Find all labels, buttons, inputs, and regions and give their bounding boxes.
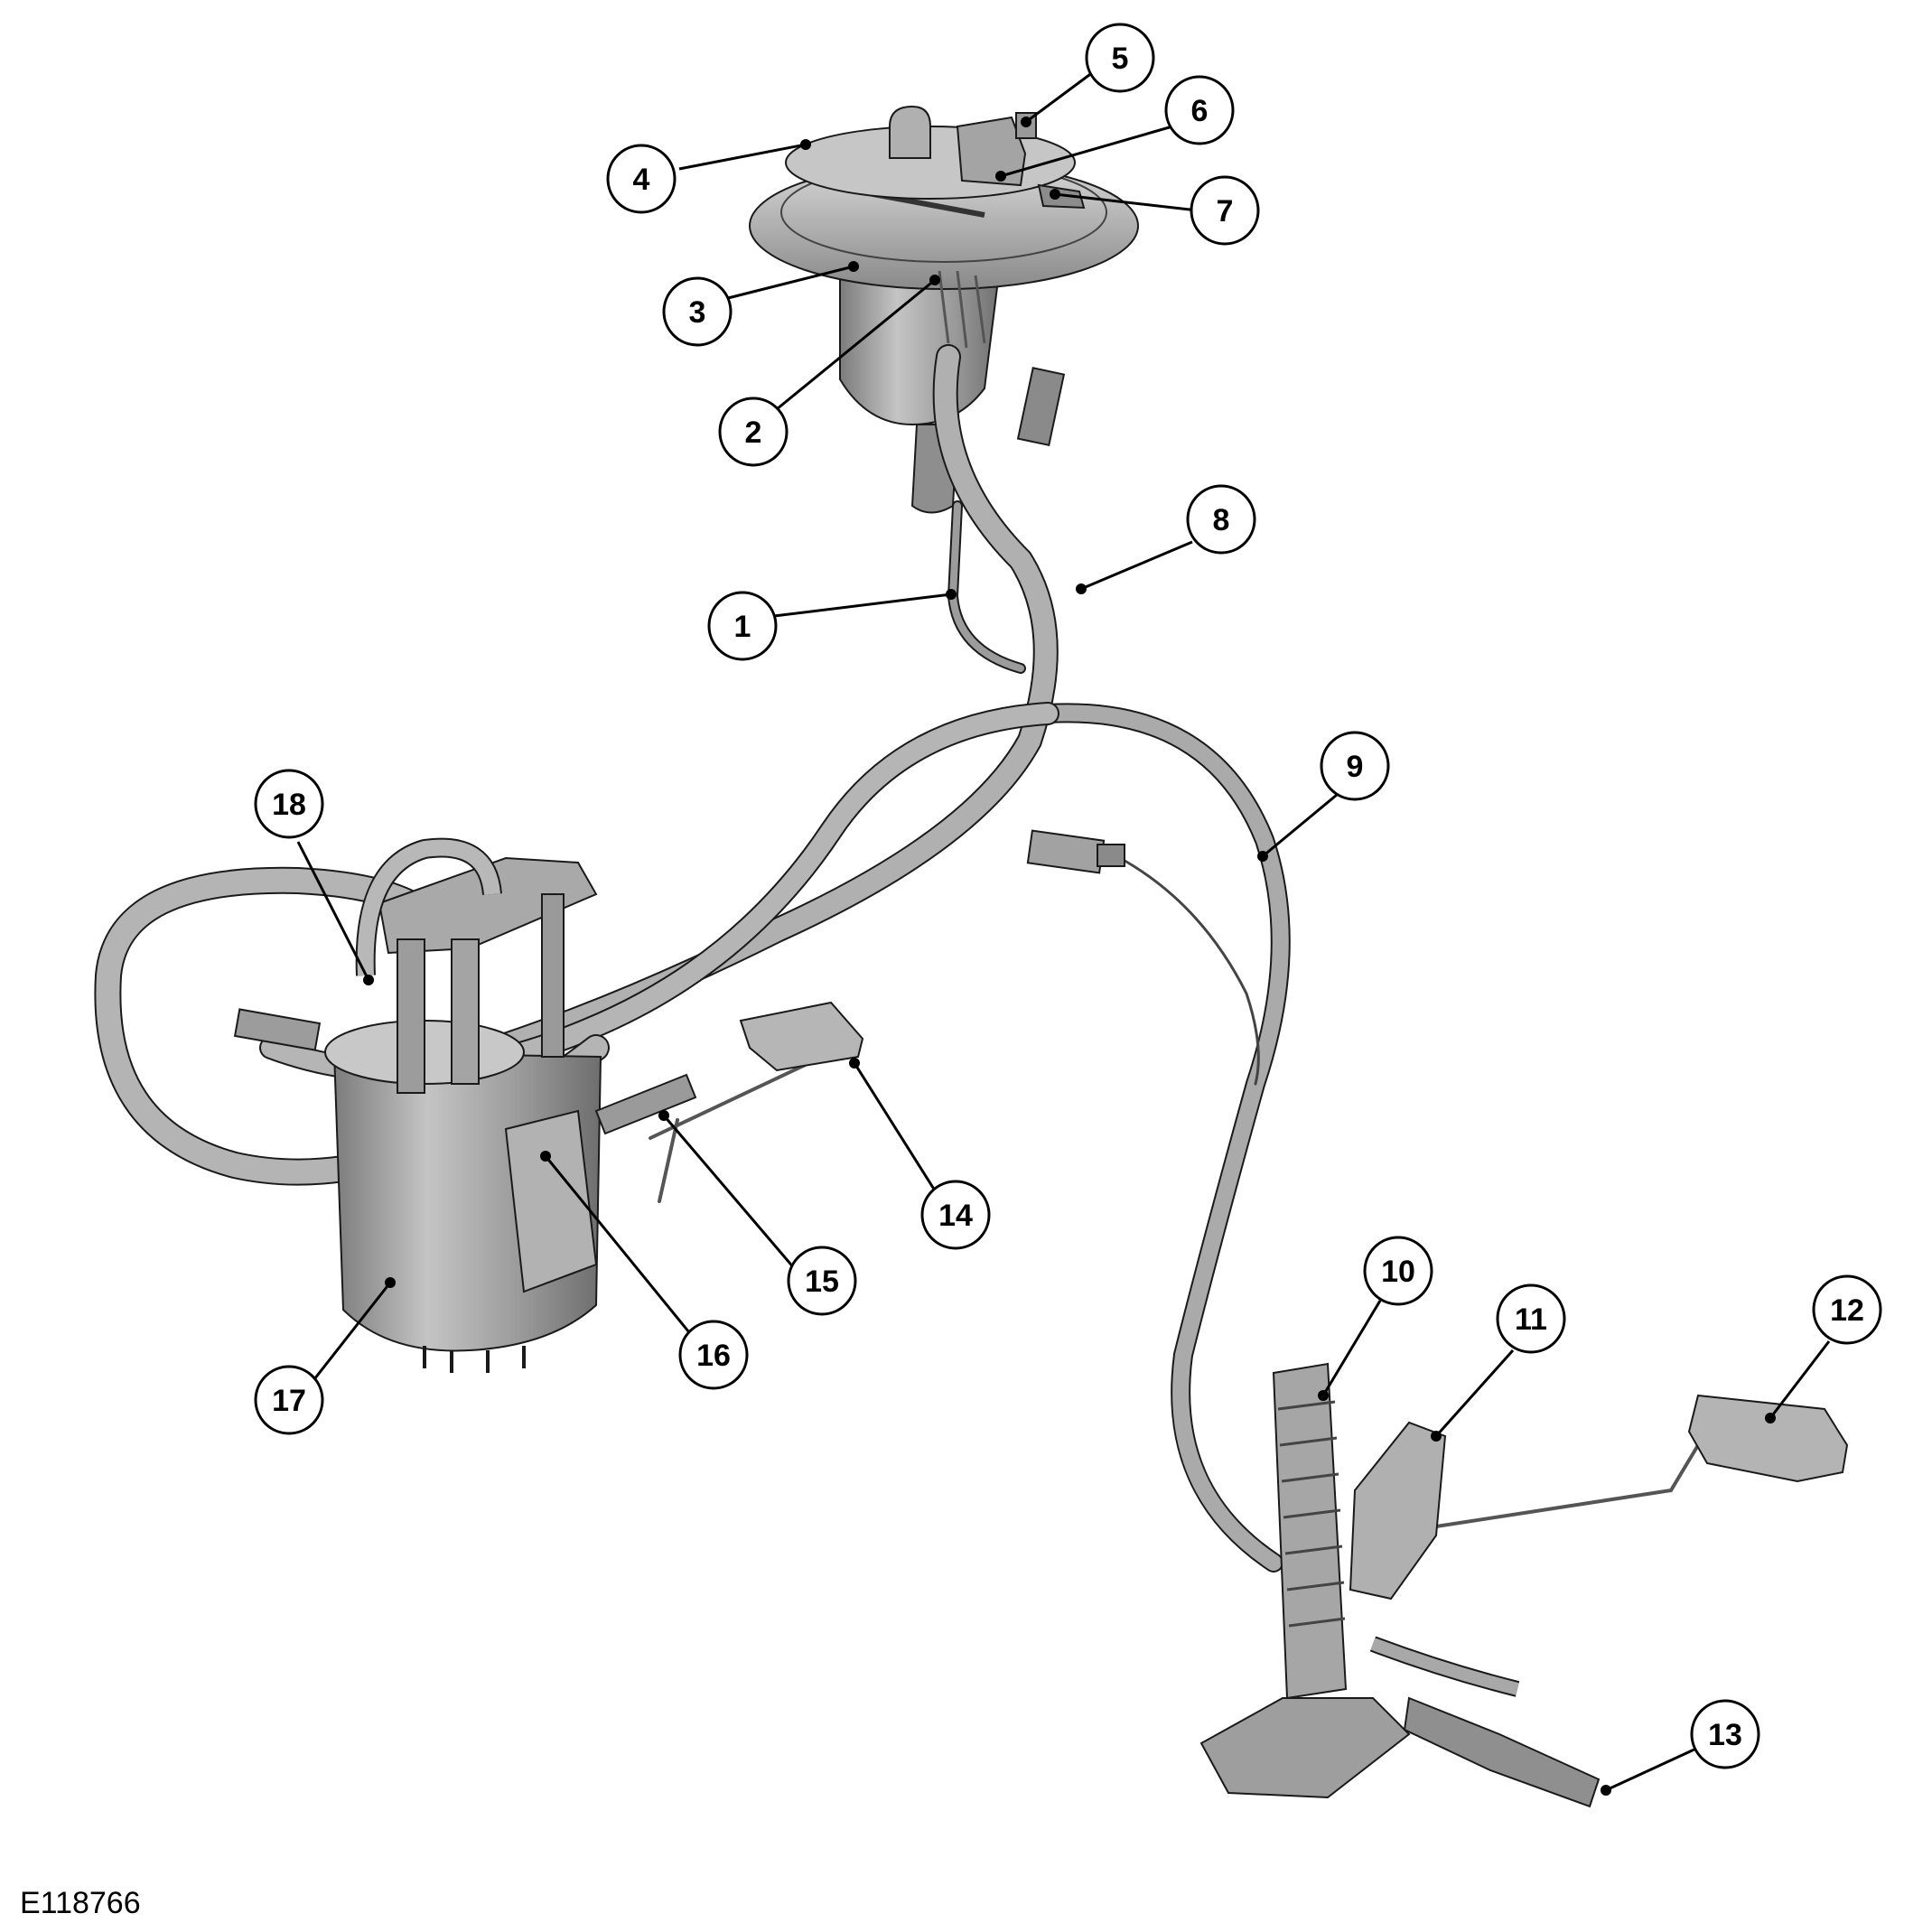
callout-label: 2 — [745, 415, 762, 450]
callout-circle — [1812, 1274, 1882, 1345]
callout-6: 6 — [1164, 75, 1235, 145]
lower-pump-module — [233, 837, 864, 1373]
callout-label: 4 — [633, 163, 650, 197]
right-sender-housing — [1349, 1421, 1447, 1601]
lower-post-b — [451, 938, 480, 1085]
lower-post-a — [397, 938, 425, 1094]
lower-float-arm — [649, 1059, 815, 1203]
callout-14: 14 — [920, 1180, 991, 1250]
callout-label: 7 — [1217, 194, 1234, 229]
callout-5: 5 — [1085, 23, 1155, 93]
upper-outlet-pipe — [889, 105, 931, 159]
callout-circle — [662, 276, 733, 347]
right-jet-pump — [1403, 1696, 1601, 1808]
right-ribbed-tower — [1272, 1362, 1348, 1700]
callout-label: 15 — [805, 1265, 839, 1299]
callout-label: 14 — [938, 1199, 973, 1233]
right-tower-ribs — [1277, 1400, 1346, 1628]
right-float-arm — [1434, 1443, 1700, 1528]
leader-lines — [296, 70, 1831, 1792]
callout-circle — [1496, 1283, 1566, 1354]
right-sender-assembly — [1199, 1362, 1849, 1808]
lower-post-c — [541, 893, 565, 1058]
callout-circle — [1320, 731, 1390, 801]
callout-9: 9 — [1320, 731, 1390, 801]
callout-18: 18 — [254, 769, 324, 839]
callout-circle — [1085, 23, 1155, 93]
callout-label: 5 — [1112, 42, 1129, 76]
callout-label: 8 — [1213, 503, 1230, 537]
callout-circle — [718, 397, 789, 467]
callout-2: 2 — [718, 397, 789, 467]
callout-circle — [787, 1246, 857, 1316]
callout-label: 13 — [1708, 1718, 1742, 1752]
callout-circle — [606, 144, 677, 214]
callout-15: 15 — [787, 1246, 857, 1316]
callout-label: 16 — [696, 1339, 731, 1373]
callout-circle — [1190, 175, 1260, 246]
leader-dots — [363, 117, 1776, 1796]
right-float — [1687, 1394, 1849, 1483]
callout-label: 10 — [1381, 1255, 1415, 1289]
sender-wire — [1118, 856, 1260, 1086]
callout-label: 1 — [734, 610, 751, 644]
callout-17: 17 — [254, 1365, 324, 1435]
callout-7: 7 — [1190, 175, 1260, 246]
lower-cap-housing — [378, 856, 598, 955]
lower-bottom-legs — [423, 1346, 526, 1373]
callout-label: 9 — [1347, 750, 1364, 784]
lower-float — [739, 1001, 864, 1072]
callout-label: 12 — [1830, 1293, 1864, 1328]
upper-small-fitting — [1037, 183, 1086, 210]
callout-3: 3 — [662, 276, 733, 347]
callout-label: 17 — [272, 1384, 306, 1418]
upper-wiring-bundle — [938, 270, 986, 349]
callout-label: 11 — [1515, 1302, 1547, 1337]
lower-float-plate — [594, 1073, 697, 1135]
callout-1: 1 — [707, 591, 778, 661]
callout-12: 12 — [1812, 1274, 1882, 1345]
right-base — [1199, 1697, 1411, 1799]
figure-code: E118766 — [20, 1886, 141, 1920]
callout-circle — [254, 1365, 324, 1435]
callout-13: 13 — [1690, 1699, 1760, 1769]
callout-label: 6 — [1191, 94, 1209, 128]
callout-label: 3 — [689, 295, 706, 330]
upper-side-connector — [1016, 367, 1066, 447]
callout-circle — [254, 769, 324, 839]
callout-circle — [1164, 75, 1235, 145]
lower-side-connector — [233, 1008, 322, 1051]
inline-connector — [1026, 829, 1125, 874]
upper-connector-housing — [956, 116, 1027, 187]
callout-10: 10 — [1363, 1236, 1433, 1306]
callout-16: 16 — [678, 1320, 749, 1390]
callout-11: 11 — [1496, 1283, 1566, 1354]
lower-side-bracket — [504, 1109, 598, 1293]
callout-circle — [1690, 1699, 1760, 1769]
callout-circle — [1363, 1236, 1433, 1306]
callout-circle — [707, 591, 778, 661]
hoses-and-lines — [94, 344, 1700, 1573]
callout-circle — [920, 1180, 991, 1250]
callout-8: 8 — [1186, 484, 1256, 555]
callout-4: 4 — [606, 144, 677, 214]
callout-circle — [1186, 484, 1256, 555]
callout-label: 18 — [272, 788, 306, 822]
callout-circle — [678, 1320, 749, 1390]
